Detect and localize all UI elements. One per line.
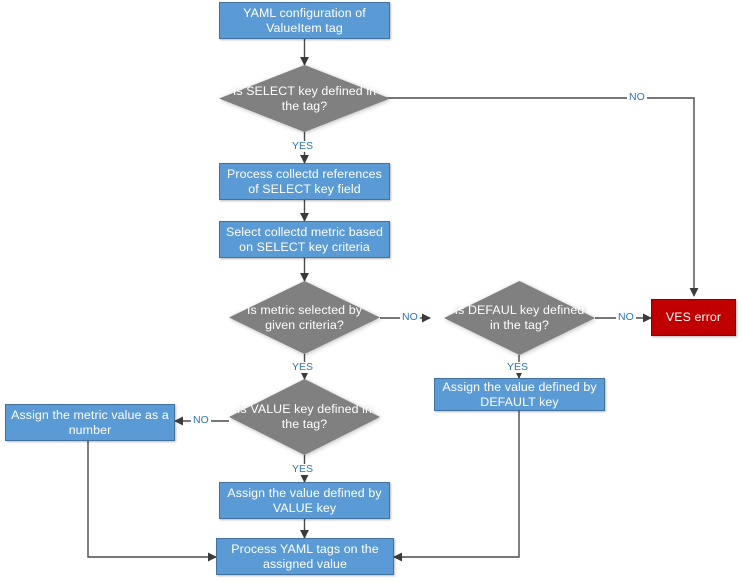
edge-label-defaul-no: NO: [616, 311, 636, 323]
node-process-yaml-label: Process YAML tags on the assigned value: [231, 541, 379, 571]
edge-label-select-yes: YES: [290, 140, 316, 152]
node-assign-default-label: Assign the value defined by DEFAULT key: [442, 379, 597, 409]
node-select-key-label: Is SELECT key defined in the tag?: [232, 83, 377, 113]
edge-label-select-no: NO: [627, 91, 647, 103]
node-select-metric[interactable]: Select collectd metric based on SELECT k…: [219, 221, 390, 258]
node-value-key-label: Is VALUE key defined in the tag?: [237, 402, 372, 431]
node-assign-value-label: Assign the value defined by VALUE key: [227, 485, 382, 515]
node-process-yaml[interactable]: Process YAML tags on the assigned value: [216, 538, 394, 575]
edge-label-defaul-yes: YES: [505, 361, 531, 373]
node-ves-error-label: VES error: [665, 310, 722, 324]
node-start-label: YAML configuration of ValueItem tag: [243, 5, 366, 35]
node-defaul-key-label: Is DEFAUL key defined in the tag?: [454, 303, 585, 332]
edge-select-no: [380, 97, 699, 297]
edge-number-to-yaml: [87, 441, 217, 562]
node-process-references-label: Process collectd references of SELECT ke…: [227, 166, 382, 196]
node-defaul-key-decision[interactable]: Is DEFAUL key defined in the tag?: [444, 281, 595, 355]
node-process-references[interactable]: Process collectd references of SELECT ke…: [219, 163, 390, 200]
node-ves-error[interactable]: VES error: [651, 299, 736, 336]
node-assign-number[interactable]: Assign the metric value as a number: [5, 404, 175, 441]
node-value-key-decision[interactable]: Is VALUE key defined in the tag?: [229, 379, 380, 455]
node-start[interactable]: YAML configuration of ValueItem tag: [219, 2, 390, 39]
node-select-metric-label: Select collectd metric based on SELECT k…: [225, 224, 384, 254]
edge-label-metric-no: NO: [400, 311, 420, 323]
edge-label-value-yes: YES: [290, 463, 316, 475]
node-assign-number-label: Assign the metric value as a number: [11, 407, 169, 437]
node-assign-default[interactable]: Assign the value defined by DEFAULT key: [434, 378, 605, 411]
edge-label-value-no: NO: [191, 414, 211, 426]
node-metric-selected-decision[interactable]: Is metric selected by given criteria?: [229, 281, 380, 354]
node-assign-value[interactable]: Assign the value defined by VALUE key: [219, 482, 390, 519]
edge-label-metric-yes: YES: [290, 361, 316, 373]
node-metric-selected-label: Is metric selected by given criteria?: [246, 302, 363, 332]
node-select-key-decision[interactable]: Is SELECT key defined in the tag?: [219, 65, 390, 132]
edge-default-to-yaml: [393, 411, 520, 562]
